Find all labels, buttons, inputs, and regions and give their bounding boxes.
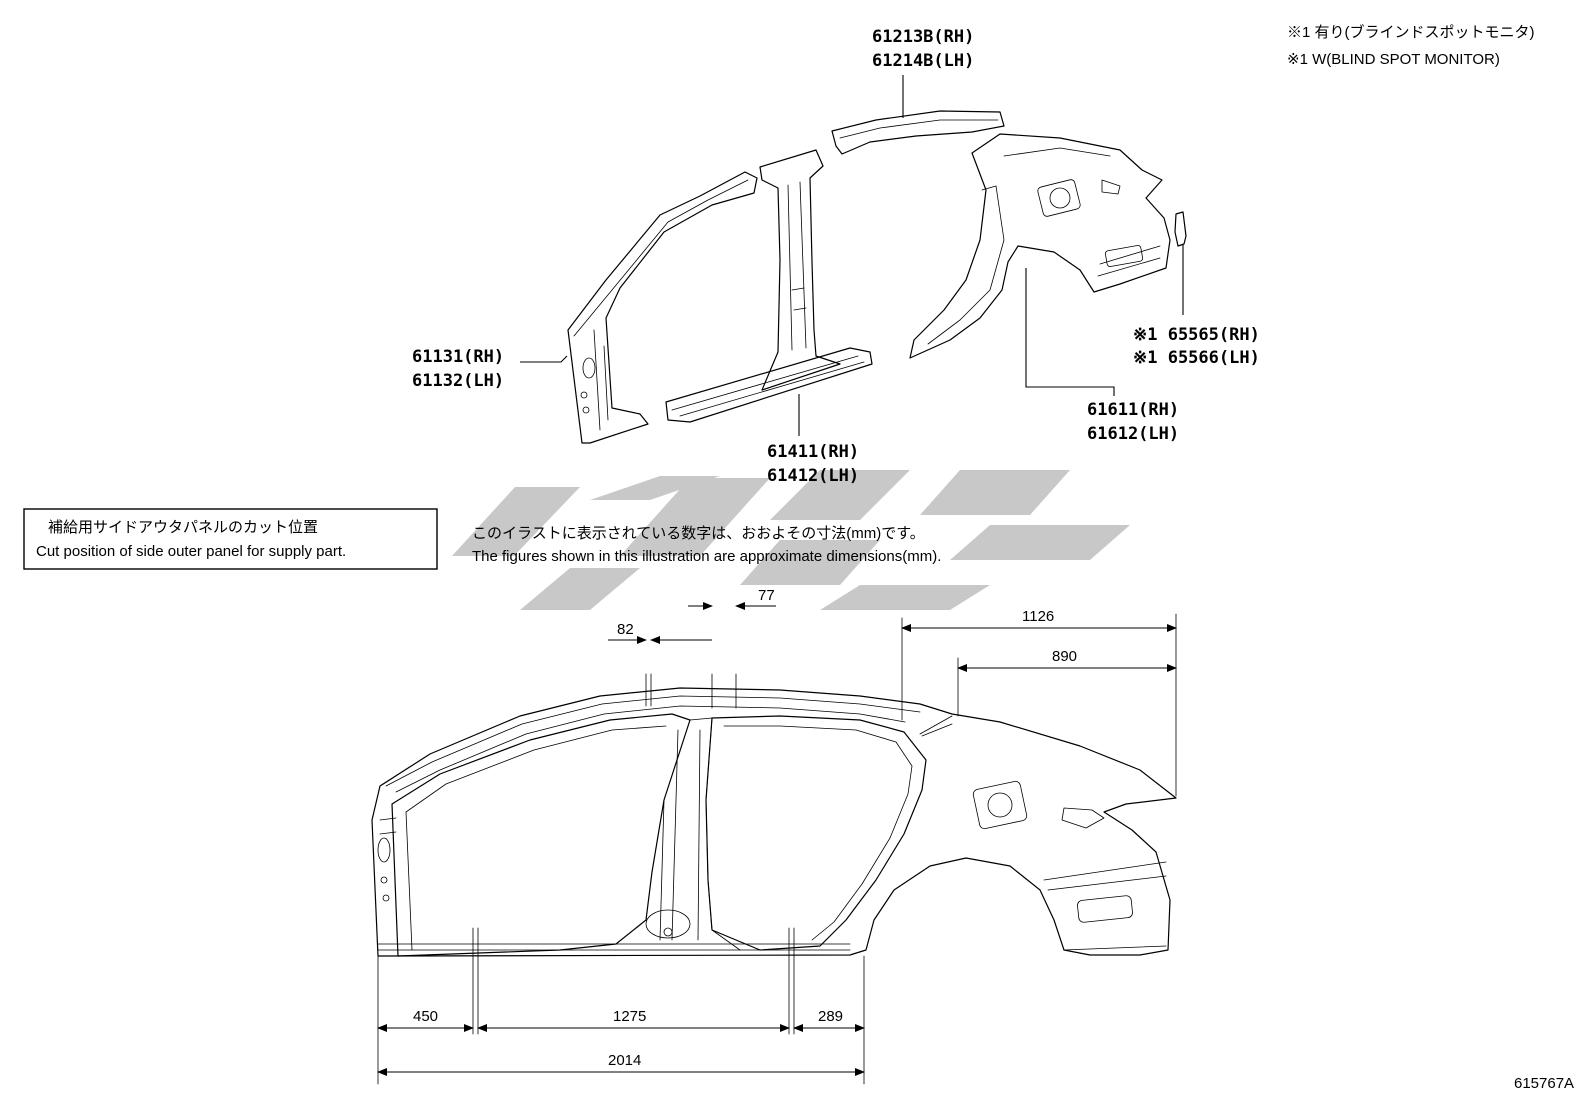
dim-2014: 2014 (608, 1052, 641, 1069)
caption-jp: このイラストに表示されている数字は、おおよその寸法(mm)です。 (472, 525, 925, 542)
watermark-logo (452, 470, 1130, 610)
lower-side-outer-panel (371, 687, 1177, 957)
dim-890: 890 (1052, 648, 1077, 665)
caption-en: The figures shown in this illustration a… (472, 548, 941, 565)
label-quarter-panel-lh: 61612(LH) (1087, 424, 1179, 444)
upper-exploded-view (567, 110, 1187, 444)
legend-box-en: Cut position of side outer panel for sup… (36, 543, 346, 560)
legend-box: 補給用サイドアウタパネルのカット位置 Cut position of side … (23, 508, 438, 570)
note-jp: ※1 有り(ブラインドスポットモニタ) (1287, 23, 1535, 41)
cut-lines (377, 613, 1177, 1085)
dimension-lines (377, 602, 1177, 1076)
roof-rail-part (831, 110, 1005, 155)
label-front-pillar-lh: 61132(LH) (412, 371, 504, 391)
rocker-part (665, 347, 873, 423)
figure-code: 615767A (1514, 1075, 1574, 1092)
dim-1275: 1275 (613, 1008, 646, 1025)
leader-lines-upper (520, 75, 1184, 436)
label-rocker-rh: 61411(RH) (767, 442, 859, 462)
dim-77: 77 (758, 587, 775, 604)
dim-82: 82 (617, 621, 634, 638)
label-front-pillar-rh: 61131(RH) (412, 347, 504, 367)
front-pillar-part (567, 171, 758, 444)
label-quarter-panel-rh: 61611(RH) (1087, 400, 1179, 420)
bsm-bracket-part (1174, 211, 1187, 247)
center-pillar-part (759, 149, 841, 391)
dim-289: 289 (818, 1008, 843, 1025)
label-roof-rail-rh: 61213B(RH) (872, 27, 974, 47)
label-rocker-lh: 61412(LH) (767, 466, 859, 486)
quarter-panel-part (909, 133, 1171, 359)
dim-1126: 1126 (1022, 608, 1054, 625)
label-roof-rail-lh: 61214B(LH) (872, 51, 974, 71)
dim-450: 450 (413, 1008, 438, 1025)
legend-box-jp: 補給用サイドアウタパネルのカット位置 (48, 519, 318, 536)
label-bsm-lh: ※1 65566(LH) (1133, 348, 1260, 368)
label-bsm-rh: ※1 65565(RH) (1133, 325, 1260, 345)
note-en: ※1 W(BLIND SPOT MONITOR) (1287, 51, 1500, 68)
